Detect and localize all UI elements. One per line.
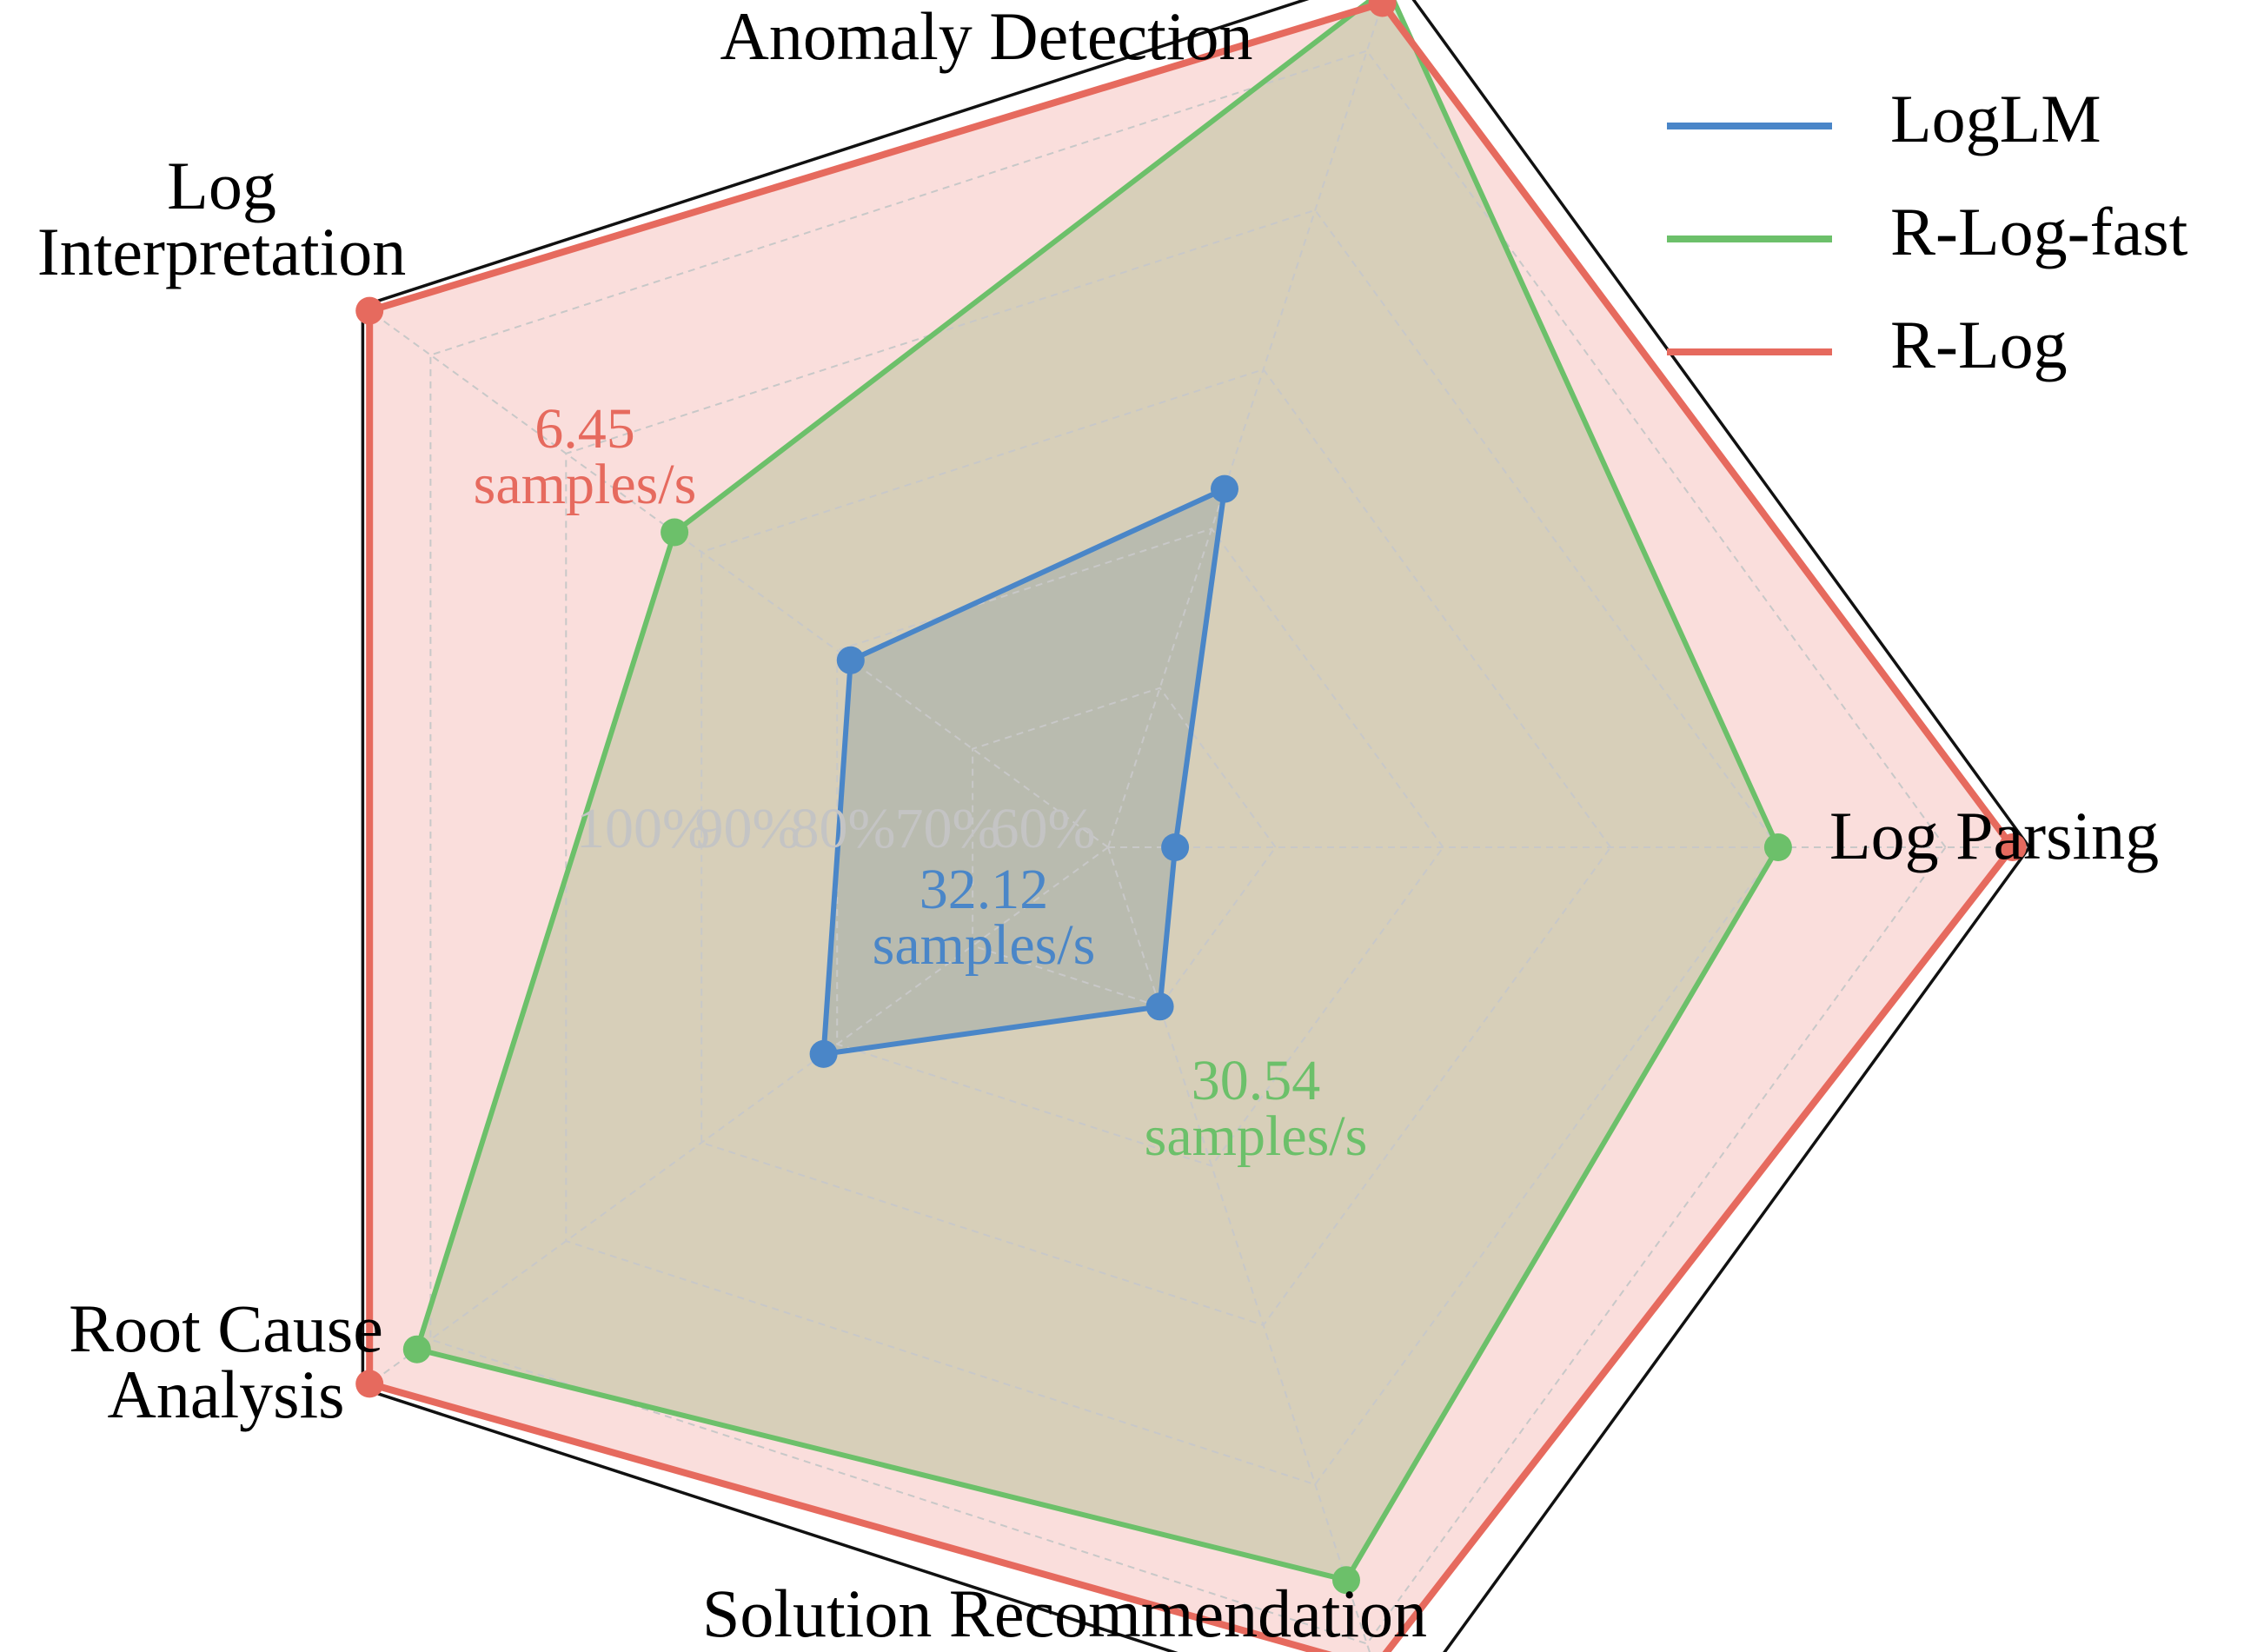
outer-frame — [361, 0, 2032, 1652]
axis-label: Log — [167, 148, 276, 223]
radial-tick-labels: 60%70%80%90%100% — [576, 797, 1095, 860]
axis-label: Solution Recommendation — [702, 1576, 1427, 1651]
series-points — [355, 0, 2027, 1595]
axis-label: Analysis — [108, 1357, 345, 1432]
radar-frame — [361, 0, 2032, 1652]
data-point-loglm — [1145, 992, 1174, 1021]
grid-spoke — [362, 846, 1109, 1390]
data-point-r-log-fast — [1332, 1566, 1360, 1595]
throughput-label: 32.12 — [920, 858, 1049, 921]
radial-tick-label: 90% — [695, 797, 800, 860]
data-point-loglm — [1161, 833, 1190, 861]
axis-label: Interpretation — [37, 214, 406, 289]
series-line-r-log-fast — [414, 0, 1781, 1583]
grid-ring — [700, 368, 1612, 1327]
throughput-label: samples/s — [873, 913, 1096, 977]
series-lines — [366, 0, 2016, 1652]
legend-label-r-log-fast: R-Log-fast — [1890, 194, 2188, 269]
series-fill-r-log-fast — [416, 0, 1778, 1581]
radial-tick-label: 70% — [895, 797, 1000, 860]
series-line-r-log — [366, 0, 2016, 1652]
radial-tick-label: 100% — [576, 797, 710, 860]
data-point-r-log — [1998, 833, 2027, 861]
data-point-loglm — [836, 646, 865, 674]
series-fill-loglm — [823, 488, 1225, 1054]
grid-ring — [972, 687, 1277, 1008]
data-point-r-log — [1368, 0, 1397, 17]
throughput-label: 30.54 — [1192, 1049, 1321, 1112]
data-point-r-log — [355, 296, 384, 325]
throughput-label: samples/s — [474, 453, 697, 516]
data-point-loglm — [1211, 474, 1238, 503]
axis-label: Root Cause — [69, 1290, 383, 1366]
data-point-r-log-fast — [1763, 833, 1792, 861]
axis-label: Log Parsing — [1829, 798, 2159, 873]
series-fill-r-log — [369, 3, 2013, 1652]
series-fills — [369, 0, 2013, 1652]
axis-labels: Log Parsing Anomaly DetectionLogInterpret… — [37, 0, 2159, 1651]
radial-tick-label: 80% — [791, 797, 896, 860]
throughput-annotations: 32.12samples/s30.54samples/s6.45samples/… — [474, 397, 1368, 1168]
grid-spoke — [362, 305, 1109, 848]
data-point-r-log — [355, 1370, 384, 1398]
data-point-r-log-fast — [661, 518, 689, 547]
grid-ring — [429, 50, 1947, 1645]
legend-label-r-log: R-Log — [1890, 307, 2068, 382]
throughput-label: 6.45 — [534, 397, 635, 461]
data-point-r-log-fast — [402, 1335, 431, 1363]
series-line-loglm — [820, 486, 1227, 1057]
legend-label-loglm: LogLM — [1890, 81, 2101, 156]
radial-tick-label: 60% — [991, 797, 1096, 860]
throughput-label: samples/s — [1145, 1105, 1368, 1168]
data-point-loglm — [809, 1039, 838, 1068]
axis-label: Anomaly Detection — [720, 0, 1253, 74]
grid-spoke — [1107, 0, 1384, 848]
